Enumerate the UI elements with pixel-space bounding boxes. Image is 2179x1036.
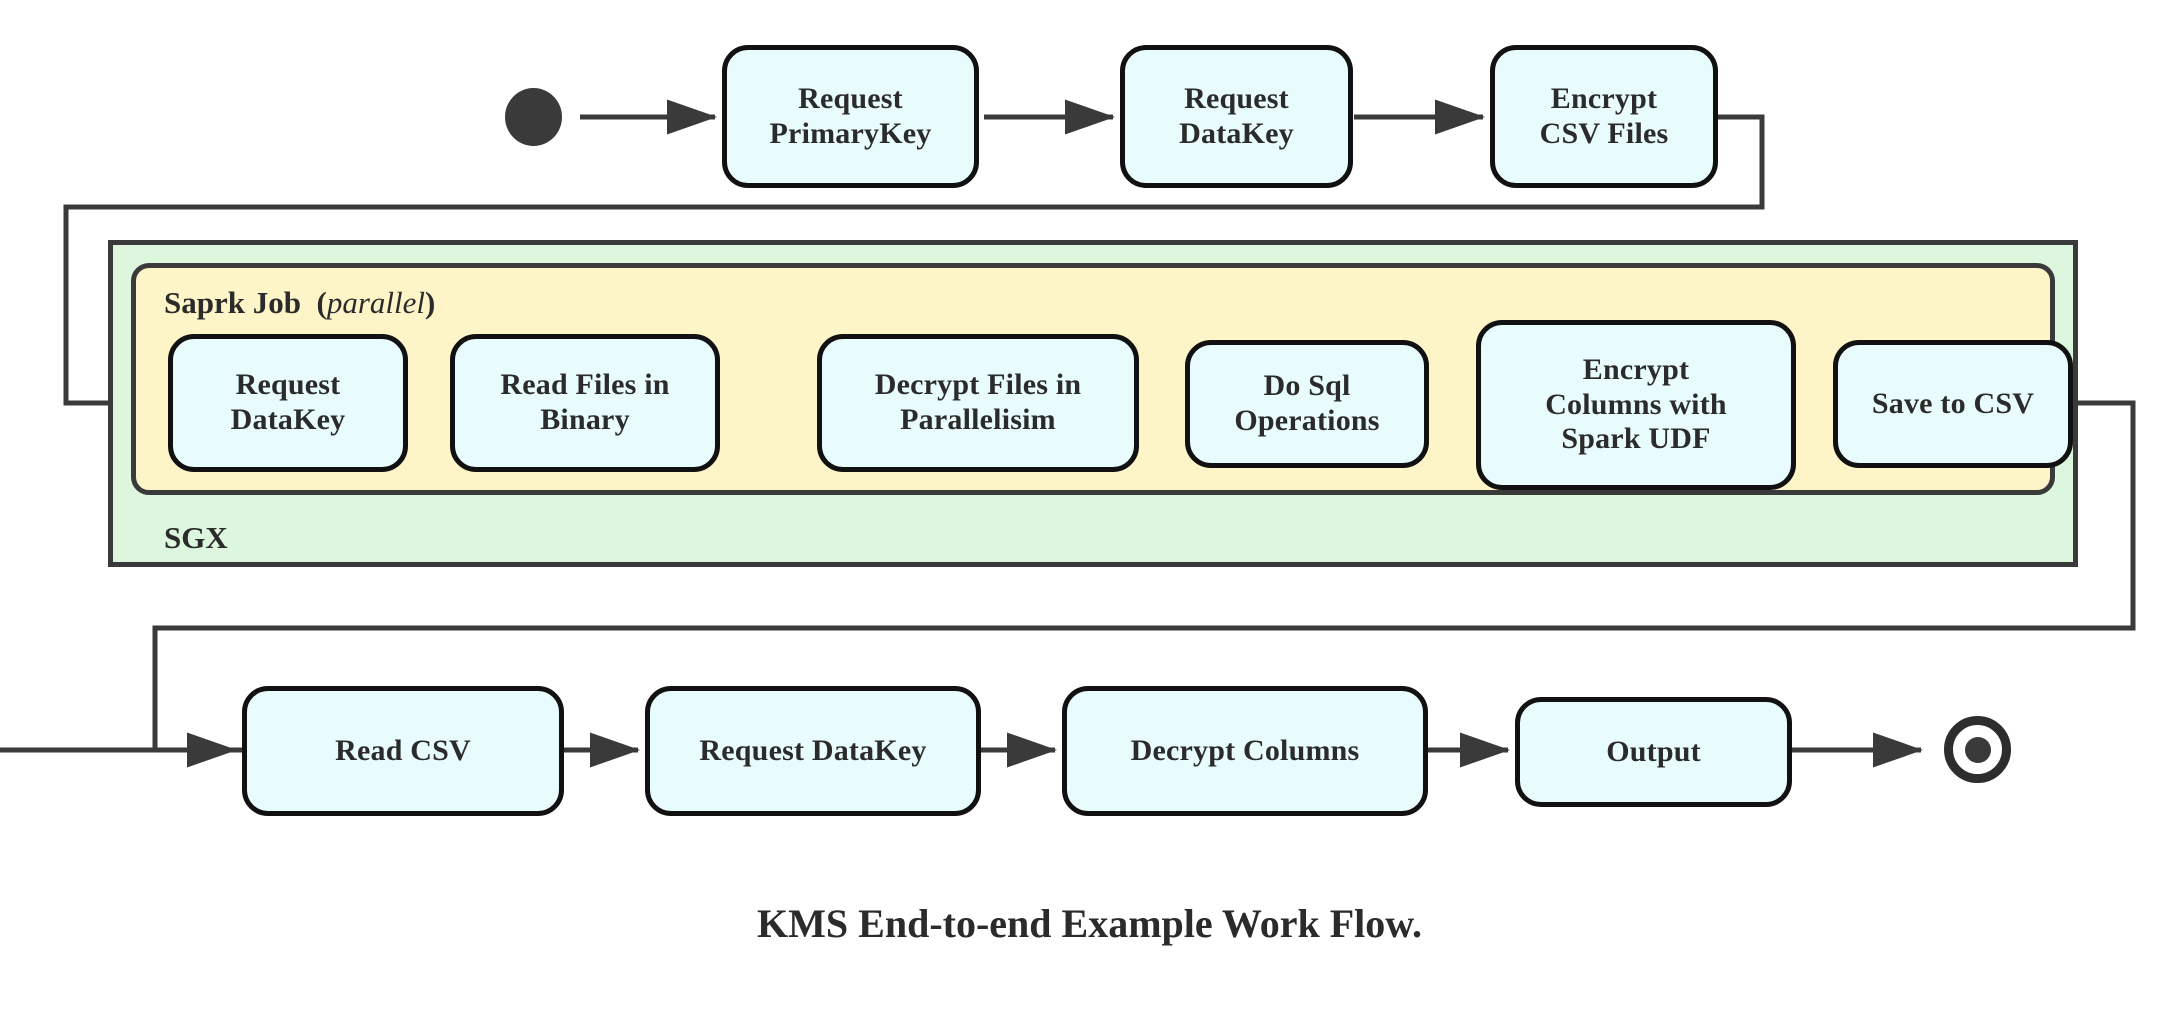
node-do-sql-operations-line1: Do Sql bbox=[1263, 369, 1351, 403]
node-read-files-in-binary-line2: Binary bbox=[540, 403, 630, 436]
node-decrypt-columns[interactable]: Decrypt Columns bbox=[1062, 686, 1428, 816]
node-encrypt-csv-files-line2: CSV Files bbox=[1539, 116, 1669, 150]
swimlane-spark-job-paren-open: ( bbox=[316, 285, 327, 320]
swimlane-spark-job-qualifier: parallel bbox=[326, 285, 425, 320]
node-read-csv-line1: Read CSV bbox=[335, 733, 471, 767]
node-decrypt-files-in-parallelisim-line2: Parallelisim bbox=[900, 403, 1056, 436]
node-request-datakey-spark-line2: DataKey bbox=[230, 403, 346, 436]
start-node bbox=[505, 88, 562, 146]
node-request-primarykey[interactable]: Request PrimaryKey bbox=[722, 45, 979, 188]
node-encrypt-columns-with-spark-udf-line1: Encrypt bbox=[1582, 352, 1690, 386]
node-request-datakey-spark[interactable]: Request DataKey bbox=[168, 334, 408, 472]
node-request-primarykey-line2: PrimaryKey bbox=[769, 116, 932, 150]
node-request-datakey-bottom-line1: Request DataKey bbox=[699, 733, 927, 767]
end-node bbox=[1944, 716, 2011, 783]
node-output-line1: Output bbox=[1606, 734, 1701, 768]
end-node-inner-dot bbox=[1964, 736, 1991, 763]
node-read-files-in-binary[interactable]: Read Files in Binary bbox=[450, 334, 720, 472]
node-read-files-in-binary-line1: Read Files in bbox=[500, 368, 670, 402]
node-request-datakey-top-line1: Request bbox=[1184, 81, 1289, 115]
node-encrypt-columns-with-spark-udf-line2: Columns with bbox=[1545, 387, 1727, 421]
node-encrypt-columns-with-spark-udf-line3: Spark UDF bbox=[1561, 422, 1711, 456]
swimlane-spark-job-paren-close: ) bbox=[424, 285, 436, 320]
node-encrypt-csv-files[interactable]: Encrypt CSV Files bbox=[1490, 45, 1718, 188]
swimlane-spark-job-label: Saprk Job (parallel) bbox=[164, 285, 435, 321]
node-request-datakey-top-line2: DataKey bbox=[1179, 116, 1294, 150]
node-request-datakey-bottom[interactable]: Request DataKey bbox=[645, 686, 981, 816]
swimlane-sgx-label: SGX bbox=[164, 520, 228, 555]
node-output[interactable]: Output bbox=[1515, 697, 1792, 807]
node-do-sql-operations[interactable]: Do Sql Operations bbox=[1185, 340, 1429, 468]
swimlane-spark-job-title: Saprk Job bbox=[164, 285, 301, 320]
node-request-datakey-top[interactable]: Request DataKey bbox=[1120, 45, 1353, 188]
node-decrypt-files-in-parallelisim[interactable]: Decrypt Files in Parallelisim bbox=[817, 334, 1139, 472]
diagram-caption: KMS End-to-end Example Work Flow. bbox=[757, 901, 1422, 946]
node-do-sql-operations-line2: Operations bbox=[1234, 404, 1380, 437]
node-save-to-csv[interactable]: Save to CSV bbox=[1833, 340, 2073, 468]
node-request-datakey-spark-line1: Request bbox=[235, 368, 341, 402]
node-save-to-csv-line1: Save to CSV bbox=[1871, 386, 2035, 420]
node-encrypt-csv-files-line1: Encrypt bbox=[1550, 81, 1658, 115]
node-encrypt-columns-with-spark-udf[interactable]: Encrypt Columns with Spark UDF bbox=[1476, 320, 1796, 490]
node-decrypt-columns-line1: Decrypt Columns bbox=[1130, 733, 1360, 767]
node-read-csv[interactable]: Read CSV bbox=[242, 686, 564, 816]
node-request-primarykey-line1: Request bbox=[798, 81, 903, 115]
node-decrypt-files-in-parallelisim-line1: Decrypt Files in bbox=[874, 368, 1082, 402]
